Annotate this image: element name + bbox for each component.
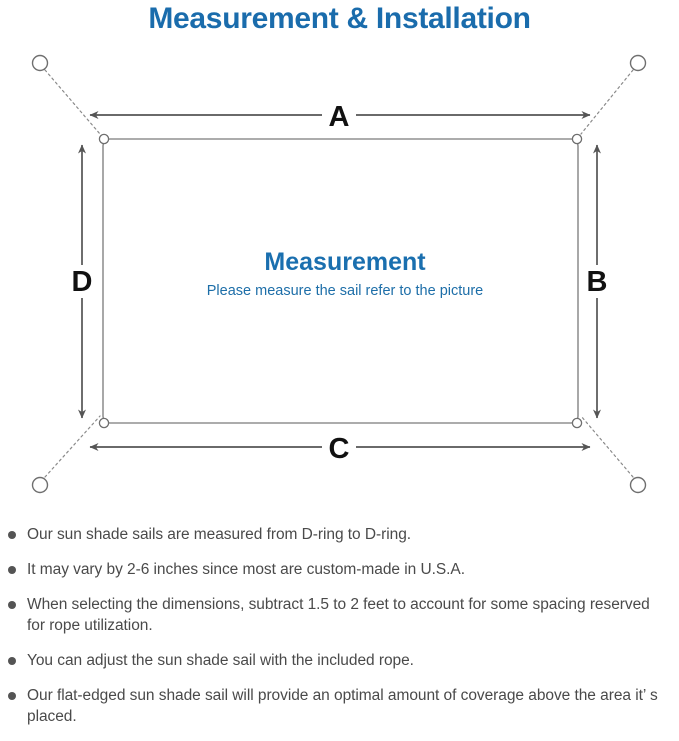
dimension-a-label: A — [329, 101, 350, 133]
dimension-b-label: B — [587, 266, 608, 298]
dimension-a: A — [89, 101, 591, 133]
list-item: Our flat-edged sun shade sail will provi… — [0, 685, 679, 727]
list-item: It may vary by 2-6 inches since most are… — [0, 559, 679, 580]
anchor-point-top-left — [31, 54, 49, 72]
bullet-icon — [8, 601, 16, 609]
dimension-d-label: D — [72, 266, 93, 298]
anchor-point-bottom-right — [629, 476, 647, 494]
d-ring-top-left — [98, 133, 110, 145]
note-text: Our sun shade sails are measured from D-… — [27, 526, 412, 543]
bullet-icon — [8, 657, 16, 665]
page-title: Measurement & Installation — [148, 2, 531, 35]
note-text: It may vary by 2-6 inches since most are… — [27, 561, 465, 578]
bullet-icon — [8, 692, 16, 700]
d-ring-bottom-left — [98, 417, 110, 429]
anchor-point-bottom-left — [31, 476, 49, 494]
sail-center-title: Measurement — [264, 248, 426, 276]
dimension-d: D — [72, 144, 93, 419]
rope-top-left — [44, 69, 101, 135]
list-item: Our sun shade sails are measured from D-… — [0, 524, 679, 545]
note-text: Our flat-edged sun shade sail will provi… — [27, 687, 658, 725]
note-text: When selecting the dimensions, subtract … — [27, 596, 650, 634]
note-text: You can adjust the sun shade sail with t… — [27, 652, 414, 669]
bullet-icon — [8, 531, 16, 539]
list-item: You can adjust the sun shade sail with t… — [0, 650, 679, 671]
anchor-points — [31, 54, 647, 494]
list-item: When selecting the dimensions, subtract … — [0, 594, 679, 636]
rope-top-right — [580, 69, 634, 135]
dimension-b: B — [587, 144, 608, 419]
sail-rectangle — [102, 138, 579, 424]
rope-bottom-right — [580, 415, 634, 478]
d-ring-bottom-right — [571, 417, 583, 429]
dimension-c: C — [89, 433, 591, 465]
dimension-c-label: C — [329, 433, 350, 465]
notes-list: Our sun shade sails are measured from D-… — [0, 524, 679, 741]
rope-lines — [44, 69, 634, 478]
d-ring-top-right — [571, 133, 583, 145]
sail-center-subtitle: Please measure the sail refer to the pic… — [207, 283, 483, 299]
bullet-icon — [8, 566, 16, 574]
anchor-point-top-right — [629, 54, 647, 72]
d-rings — [98, 133, 583, 429]
measurement-diagram: A C D B Measurement Please measure the s… — [0, 48, 679, 518]
